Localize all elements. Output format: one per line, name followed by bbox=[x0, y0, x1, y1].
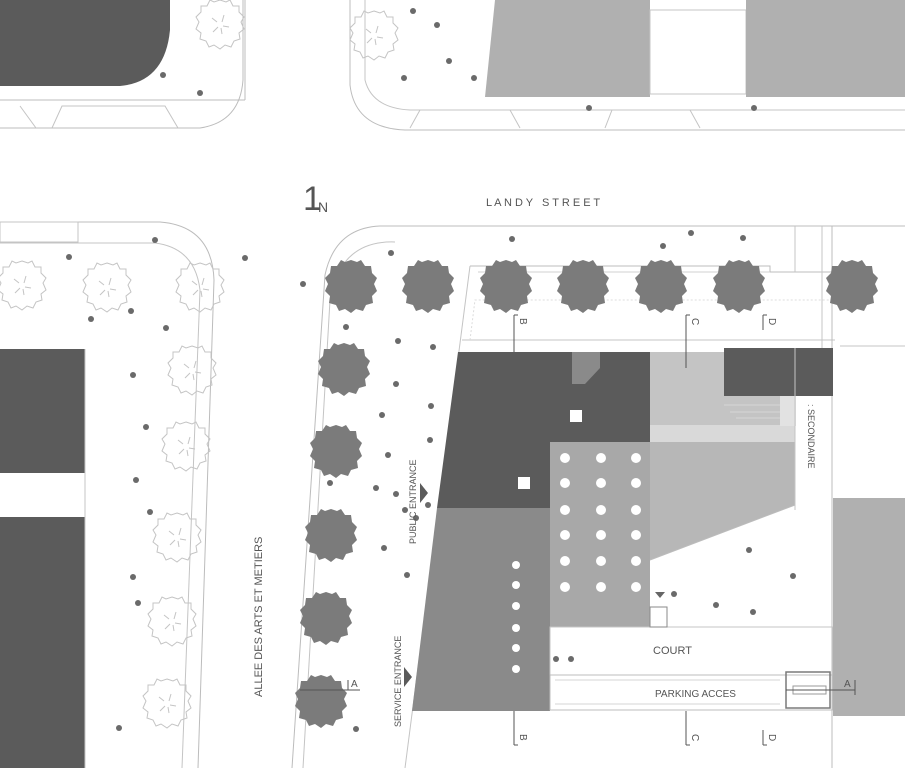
north-numeral: 1 bbox=[303, 180, 322, 218]
column-grid bbox=[512, 453, 641, 673]
service-entrance-arrow bbox=[404, 667, 412, 687]
street-label-landy: L A N D Y S T R E E T bbox=[486, 197, 600, 209]
left-block bbox=[0, 221, 215, 768]
top-left-block bbox=[0, 0, 246, 129]
north-arrow: 1 N bbox=[303, 180, 328, 218]
secondary-entrance-label: : SECONDAIRE bbox=[806, 404, 816, 469]
section-d-top: D bbox=[766, 318, 777, 325]
building-main bbox=[412, 348, 833, 711]
top-right-block bbox=[349, 0, 905, 131]
section-a-left: A bbox=[351, 679, 358, 690]
north-letter: N bbox=[318, 199, 328, 215]
public-entrance-label: PUBLIC ENTRANCE bbox=[408, 459, 418, 544]
section-b-top: B bbox=[517, 318, 528, 325]
section-a-right: A bbox=[844, 679, 851, 690]
street-label-allee: ALLEE DES ARTS ET METIERS bbox=[253, 537, 265, 697]
section-c-top: C bbox=[689, 318, 700, 325]
public-entrance-arrow bbox=[420, 483, 428, 503]
parking-label: PARKING ACCES bbox=[655, 689, 736, 700]
section-b-bottom: B bbox=[517, 734, 528, 741]
service-entrance-label: SERVICE ENTRANCE bbox=[393, 636, 403, 727]
court-label: COURT bbox=[653, 645, 692, 657]
section-d-bottom: D bbox=[766, 734, 777, 741]
section-c-bottom: C bbox=[689, 734, 700, 741]
court-area bbox=[549, 498, 905, 716]
section-lines bbox=[300, 314, 856, 746]
ground-dots bbox=[66, 8, 796, 732]
